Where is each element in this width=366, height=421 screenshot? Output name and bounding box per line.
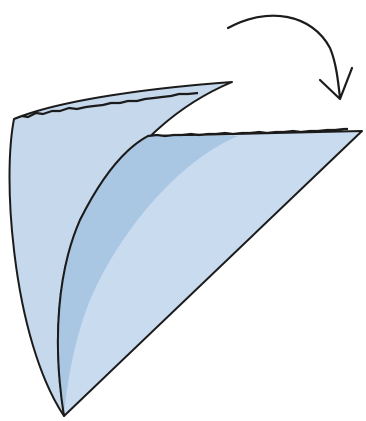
fold-direction-arrow	[228, 16, 340, 98]
